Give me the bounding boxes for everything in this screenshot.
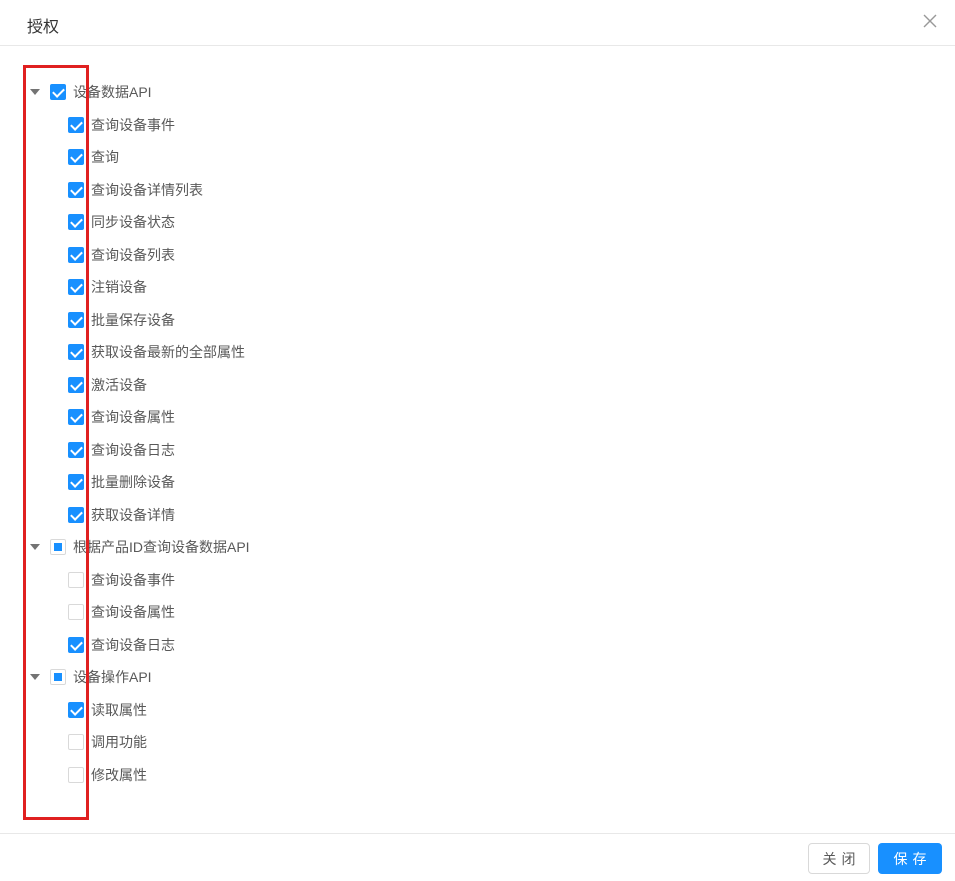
tree-node-label[interactable]: 设备数据API	[73, 84, 152, 100]
close-icon[interactable]	[922, 13, 938, 29]
checkbox-checked[interactable]	[68, 636, 84, 653]
tree-child-node: 获取设备详情	[0, 498, 600, 531]
checkbox-unchecked[interactable]	[68, 766, 84, 783]
checkbox-indeterminate[interactable]	[50, 669, 66, 685]
caret-down-icon[interactable]	[30, 89, 50, 95]
tree-node-label[interactable]: 根据产品ID查询设备数据API	[73, 539, 250, 555]
checkbox-checked[interactable]	[50, 84, 66, 100]
tree-child-node: 激活设备	[0, 368, 600, 401]
tree-node-label[interactable]: 批量保存设备	[91, 311, 175, 328]
tree-child-node: 查询	[0, 141, 600, 174]
caret-down-triangle	[30, 89, 40, 95]
checkbox-unchecked[interactable]	[68, 571, 84, 588]
tree-child-node: 查询设备属性	[0, 596, 600, 629]
tree-node-label[interactable]: 批量删除设备	[91, 474, 175, 490]
tree-child-node: 查询设备事件	[0, 563, 600, 596]
checkbox-checked[interactable]	[68, 116, 84, 133]
checkbox-indeterminate[interactable]	[50, 539, 66, 555]
checkbox-checked[interactable]	[68, 474, 84, 490]
checkbox-checked[interactable]	[68, 701, 84, 718]
tree-child-node: 注销设备	[0, 271, 600, 304]
tree-node-label[interactable]: 修改属性	[91, 766, 147, 783]
tree-node-label[interactable]: 调用功能	[91, 734, 147, 750]
tree-node-label[interactable]: 查询设备事件	[91, 571, 175, 588]
tree-node-label[interactable]: 查询设备属性	[91, 409, 175, 425]
checkbox-checked[interactable]	[68, 344, 84, 360]
tree-child-node: 查询设备日志	[0, 628, 600, 661]
checkbox-checked[interactable]	[68, 506, 84, 523]
checkbox-checked[interactable]	[68, 441, 84, 458]
tree-node-label[interactable]: 查询设备事件	[91, 116, 175, 133]
tree-node-label[interactable]: 查询设备日志	[91, 636, 175, 653]
caret-down-triangle	[30, 544, 40, 550]
tree: 设备数据API 查询设备事件查询查询设备详情列表同步设备状态查询设备列表注销设备批…	[0, 76, 600, 791]
tree-node-label[interactable]: 同步设备状态	[91, 214, 175, 230]
tree-child-node: 批量保存设备	[0, 303, 600, 336]
modal-header: 授权	[0, 0, 955, 46]
tree-child-node: 读取属性	[0, 693, 600, 726]
tree-node-label[interactable]: 查询设备详情列表	[91, 181, 203, 198]
checkbox-checked[interactable]	[68, 246, 84, 263]
tree-node-label[interactable]: 获取设备最新的全部属性	[91, 344, 245, 360]
tree-node-label[interactable]: 查询设备列表	[91, 246, 175, 263]
close-button[interactable]: 关闭	[808, 843, 870, 874]
tree-parent-node: 设备数据API	[0, 76, 600, 109]
tree-node-label[interactable]: 设备操作API	[73, 669, 152, 685]
tree-node-label[interactable]: 激活设备	[91, 376, 147, 393]
checkbox-checked[interactable]	[68, 409, 84, 425]
tree-child-node: 调用功能	[0, 726, 600, 759]
checkbox-checked[interactable]	[68, 214, 84, 230]
tree-node-label[interactable]: 查询设备日志	[91, 441, 175, 458]
checkbox-checked[interactable]	[68, 376, 84, 393]
tree-node-label[interactable]: 查询	[91, 149, 119, 165]
tree-child-node: 修改属性	[0, 758, 600, 791]
modal-footer: 关闭 保存	[0, 833, 955, 881]
modal-title: 授权	[27, 19, 60, 36]
tree-child-node: 查询设备列表	[0, 238, 600, 271]
tree-child-node: 批量删除设备	[0, 466, 600, 499]
caret-down-icon[interactable]	[30, 674, 50, 680]
tree-parent-node: 根据产品ID查询设备数据API	[0, 531, 600, 564]
tree-child-node: 获取设备最新的全部属性	[0, 336, 600, 369]
tree-child-node: 查询设备详情列表	[0, 173, 600, 206]
tree-node-label[interactable]: 读取属性	[91, 701, 147, 718]
tree-node-label[interactable]: 获取设备详情	[91, 506, 175, 523]
checkbox-checked[interactable]	[68, 181, 84, 198]
checkbox-unchecked[interactable]	[68, 734, 84, 750]
checkbox-checked[interactable]	[68, 149, 84, 165]
caret-down-icon[interactable]	[30, 544, 50, 550]
tree-node-label[interactable]: 注销设备	[91, 279, 147, 295]
checkbox-checked[interactable]	[68, 279, 84, 295]
save-button[interactable]: 保存	[878, 843, 942, 874]
tree-node-label[interactable]: 查询设备属性	[91, 604, 175, 620]
tree-child-node: 查询设备属性	[0, 401, 600, 434]
tree-parent-node: 设备操作API	[0, 661, 600, 694]
tree-child-node: 同步设备状态	[0, 206, 600, 239]
checkbox-checked[interactable]	[68, 311, 84, 328]
tree-child-node: 查询设备事件	[0, 108, 600, 141]
tree-child-node: 查询设备日志	[0, 433, 600, 466]
checkbox-unchecked[interactable]	[68, 604, 84, 620]
caret-down-triangle	[30, 674, 40, 680]
